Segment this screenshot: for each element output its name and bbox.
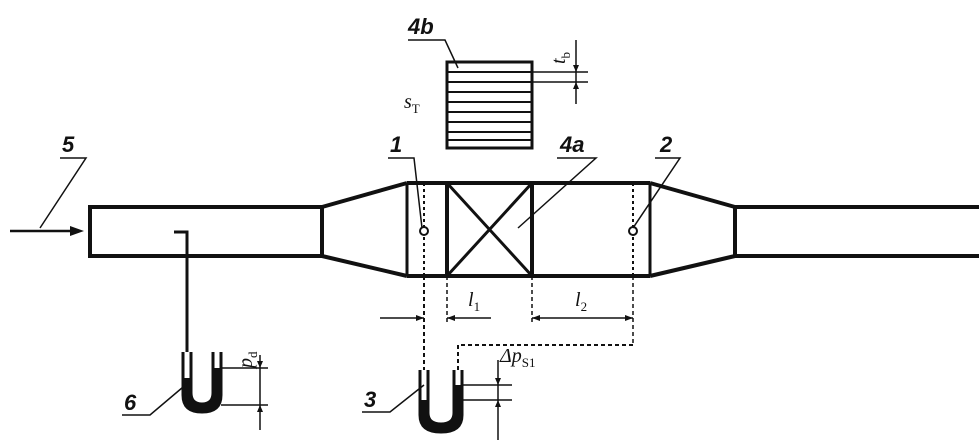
symbol-l1: l1 bbox=[468, 289, 480, 314]
outlet-duct bbox=[733, 205, 979, 258]
test-section bbox=[405, 181, 652, 278]
fin-package-4b bbox=[445, 40, 588, 150]
symbol-t-b: tb bbox=[548, 52, 573, 64]
callout-3: 3 bbox=[364, 387, 376, 412]
duct bbox=[88, 181, 979, 278]
callout-1: 1 bbox=[390, 132, 402, 157]
symbol-s-t: sT bbox=[404, 91, 420, 116]
dimension-l2 bbox=[531, 276, 634, 345]
heat-exchanger-4a bbox=[445, 181, 534, 278]
callout-5: 5 bbox=[62, 132, 75, 157]
manometer-6 bbox=[174, 230, 268, 430]
callout-2: 2 bbox=[659, 132, 673, 157]
measuring-point-2 bbox=[628, 183, 638, 276]
symbol-delta-p-s1: ΔpS1 bbox=[499, 345, 535, 370]
callout-leaders bbox=[39, 39, 682, 416]
symbol-l2: l2 bbox=[575, 289, 587, 314]
outlet-transition bbox=[649, 181, 736, 278]
inlet-transition bbox=[321, 181, 408, 278]
manometer-3 bbox=[418, 276, 633, 440]
airflow-arrow bbox=[10, 226, 84, 236]
callout-4b: 4b bbox=[407, 14, 434, 39]
callout-6: 6 bbox=[124, 390, 137, 415]
symbol-p-d: pd bbox=[235, 351, 260, 370]
inlet-duct bbox=[88, 205, 324, 258]
measuring-point-1 bbox=[419, 183, 429, 276]
callout-4a: 4a bbox=[559, 132, 584, 157]
